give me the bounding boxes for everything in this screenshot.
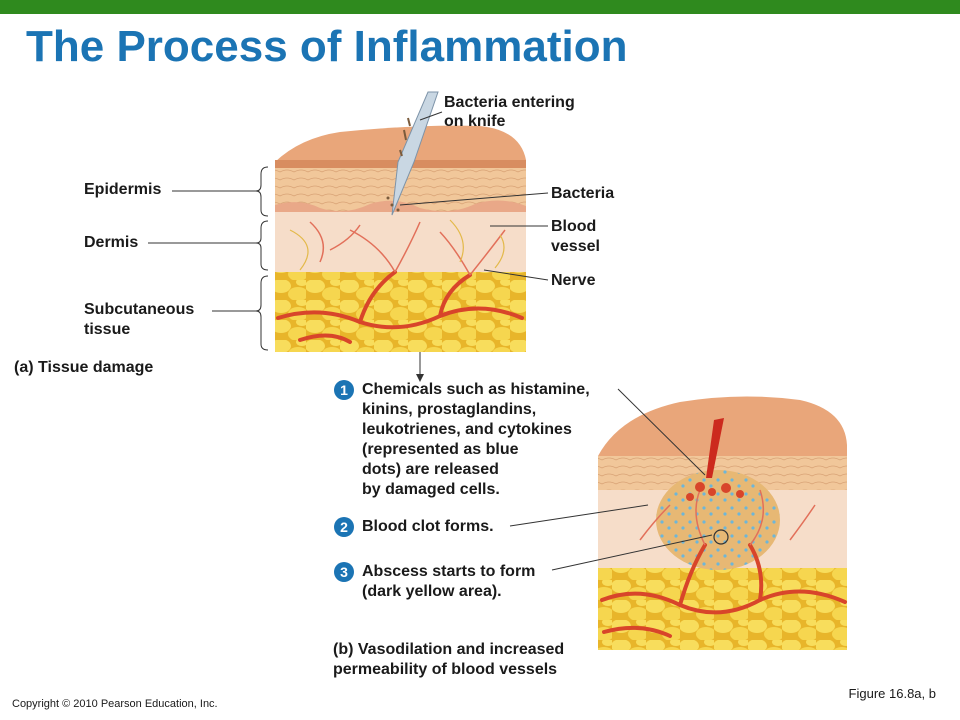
clot-cells	[686, 482, 744, 501]
step-3-line-1: Abscess starts to form	[362, 563, 536, 580]
panel-a-brackets	[148, 111, 549, 378]
panel-a-caption-text: Tissue damage	[38, 359, 154, 376]
panel-b-caption-line-1: (b) Vasodilation and increased	[333, 640, 564, 659]
top-accent-bar	[0, 0, 960, 14]
panel-b-caption-text: Vasodilation and increased	[357, 641, 565, 658]
step-1-line-2: kinins, prostaglandins,	[362, 401, 537, 418]
down-arrow-icon	[416, 374, 424, 382]
label-dermis: Dermis	[84, 234, 139, 251]
panel-a-caption: (a) Tissue damage	[14, 358, 153, 377]
figure-reference: Figure 16.8a, b	[848, 686, 936, 701]
label-on-knife: on knife	[444, 113, 506, 130]
skin-block-a	[275, 125, 526, 352]
step-3-line-2: (dark yellow area).	[362, 583, 502, 600]
skin-block-b	[598, 396, 847, 650]
panel-b-caption-line-2: permeability of blood vessels	[333, 661, 558, 678]
step-3-number-icon: 3	[334, 562, 354, 582]
label-tissue: tissue	[84, 321, 131, 338]
step-1-line-5: dots) are released	[362, 461, 499, 478]
label-epidermis: Epidermis	[84, 181, 162, 198]
step-1-number-icon: 1	[334, 380, 354, 400]
label-blood: Blood	[551, 218, 597, 235]
label-nerve: Nerve	[551, 272, 596, 289]
page-title: The Process of Inflammation	[26, 22, 628, 71]
step-2-line-1: Blood clot forms.	[362, 518, 494, 535]
panel-a-letter: (a)	[14, 359, 34, 376]
step-1-line-4: (represented as blue	[362, 441, 519, 458]
step-1-line-1: Chemicals such as histamine,	[362, 381, 590, 398]
label-subcutaneous: Subcutaneous	[84, 301, 195, 318]
panel-b-letter: (b)	[333, 641, 354, 658]
step-1-line-3: leukotrienes, and cytokines	[362, 421, 572, 438]
knife	[391, 91, 439, 216]
label-bacteria: Bacteria	[551, 185, 615, 202]
label-bacteria-entering: Bacteria entering	[444, 94, 575, 111]
label-vessel: vessel	[551, 238, 600, 255]
panel-b-leader-lines	[509, 388, 713, 571]
bacteria-dots	[386, 196, 400, 212]
copyright-notice: Copyright © 2010 Pearson Education, Inc.	[12, 698, 218, 710]
abscess-marker-circle	[713, 529, 729, 545]
step-2-number-icon: 2	[334, 517, 354, 537]
step-1-line-6: by damaged cells.	[362, 481, 500, 498]
